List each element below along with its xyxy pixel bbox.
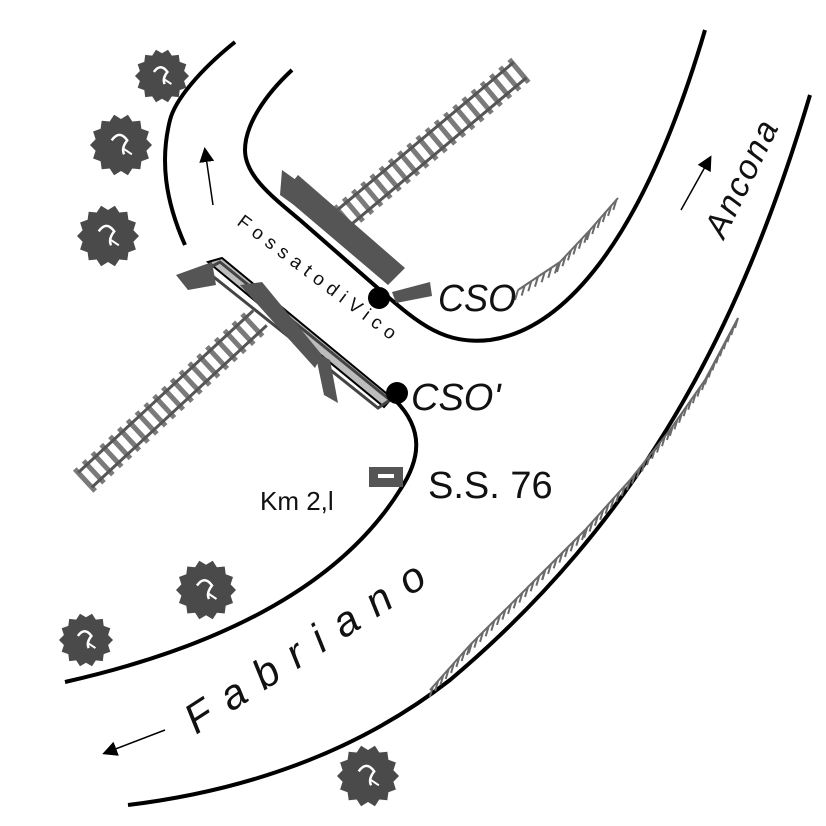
trees (59, 49, 399, 807)
embankment-crest (544, 529, 586, 571)
embankment-lower (428, 317, 739, 698)
rail-line (327, 61, 515, 219)
embankment-tick (586, 229, 591, 241)
arrow-fabriano-icon (102, 729, 166, 756)
label-cso: CSO (438, 276, 516, 319)
rail-line (77, 309, 255, 474)
bridge-upper (280, 170, 432, 303)
embankment-crest (669, 379, 706, 431)
embankment-crest (559, 229, 591, 263)
embankment-tick (540, 271, 546, 283)
label-branch-road: FossatodiVico (233, 211, 405, 348)
arrow-ancona-icon (680, 155, 712, 211)
embankment-crest (589, 197, 619, 231)
embankment-tick (547, 267, 553, 279)
embankment-crest (499, 569, 546, 616)
road-edge-outer-right (127, 94, 812, 807)
tree-icon (77, 205, 139, 267)
embankment-crest (469, 614, 501, 646)
label-km-marker: Km 2,l (260, 486, 334, 516)
tree-icon (135, 49, 189, 103)
arrow-fossato-icon (199, 147, 215, 206)
tree-icon (90, 114, 152, 176)
embankment-tick (527, 280, 533, 292)
road-edge-lower-left (64, 398, 419, 684)
tree-icon (59, 613, 113, 667)
embankment-crest (704, 317, 739, 381)
embankment-crest (629, 429, 671, 481)
embankment-tick (553, 263, 559, 274)
embankment-tick (514, 289, 519, 301)
rail-line (340, 76, 528, 234)
road-edge-left-upper (163, 40, 237, 246)
km-marker-sign-icon (369, 467, 403, 487)
embankment-upper (514, 197, 619, 301)
tree-icon (176, 560, 236, 620)
label-road-name: S.S. 76 (428, 465, 553, 507)
cso-point-marker (368, 287, 390, 309)
embankment-crest (429, 644, 471, 691)
railway-track-lower (72, 309, 268, 493)
cso-prime-point-marker (386, 382, 408, 404)
embankment-tick (556, 261, 561, 273)
label-cso-prime: CSO' (411, 377, 502, 419)
embankment-crest (584, 479, 631, 531)
embankment-tick (520, 285, 526, 296)
label-direction-ancona: Ancona (696, 112, 787, 245)
rail-line (90, 324, 268, 489)
tree-icon (337, 745, 399, 807)
embankment-tick (534, 276, 539, 287)
road-edge-inner-bend (242, 29, 707, 343)
railway-track-upper (323, 57, 531, 239)
embankment-crest (517, 261, 561, 291)
